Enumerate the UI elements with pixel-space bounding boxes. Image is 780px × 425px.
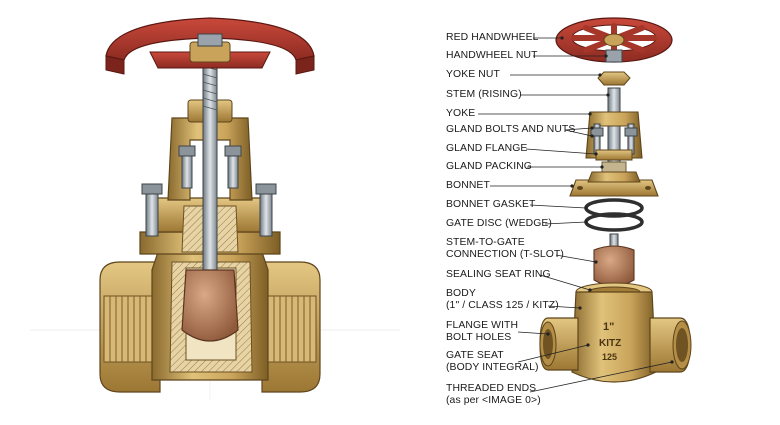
label-yoke: YOKE [446, 108, 476, 119]
exploded-parts [539, 17, 692, 383]
marking-brand: KITZ [599, 338, 621, 349]
label-gland-bolts-and-nuts: GLAND BOLTS AND NUTS [446, 124, 576, 135]
label-gate-disc: GATE DISC (WEDGE) [446, 218, 552, 229]
exploded-bonnet [569, 171, 659, 197]
marking-size: 1" [603, 321, 614, 333]
exploded-bonnet-gasket [584, 198, 644, 232]
exploded-yoke [585, 111, 643, 159]
label-yoke-nut: YOKE NUT [446, 69, 500, 80]
exploded-yoke-nut [597, 71, 631, 86]
exploded-body [539, 282, 692, 383]
label-sealing-seat-ring: SEALING SEAT RING [446, 269, 551, 280]
label-threaded-ends: THREADED ENDS(as per <IMAGE 0>) [446, 383, 541, 406]
body-markings: 1" KITZ 125 [599, 321, 621, 362]
exploded-gland-packing [601, 161, 627, 173]
label-bonnet-gasket: BONNET GASKET [446, 199, 536, 210]
leader-lines [478, 36, 674, 393]
label-body: BODY(1" / CLASS 125 / KITZ) [446, 288, 559, 311]
cutaway-valve [30, 17, 400, 400]
exploded-handwheel [555, 17, 673, 63]
label-handwheel-nut: HANDWHEEL NUT [446, 50, 538, 61]
label-bonnet: BONNET [446, 180, 490, 191]
exploded-gland-flange [595, 149, 633, 161]
label-gate-seat: GATE SEAT(BODY INTEGRAL) [446, 350, 539, 373]
cutaway-gate-disc [181, 269, 239, 342]
cutaway-stem [202, 39, 218, 271]
label-stem: STEM (RISING) [446, 89, 522, 100]
exploded-gate-disc [593, 233, 635, 287]
exploded-handwheel-nut [605, 49, 623, 63]
label-gland-flange: GLAND FLANGE [446, 143, 528, 154]
label-gland-packing: GLAND PACKING [446, 161, 532, 172]
cutaway-handwheel [105, 17, 315, 75]
marking-rating: 125 [602, 352, 617, 362]
label-red-handwheel: RED HANDWHEEL [446, 32, 539, 43]
